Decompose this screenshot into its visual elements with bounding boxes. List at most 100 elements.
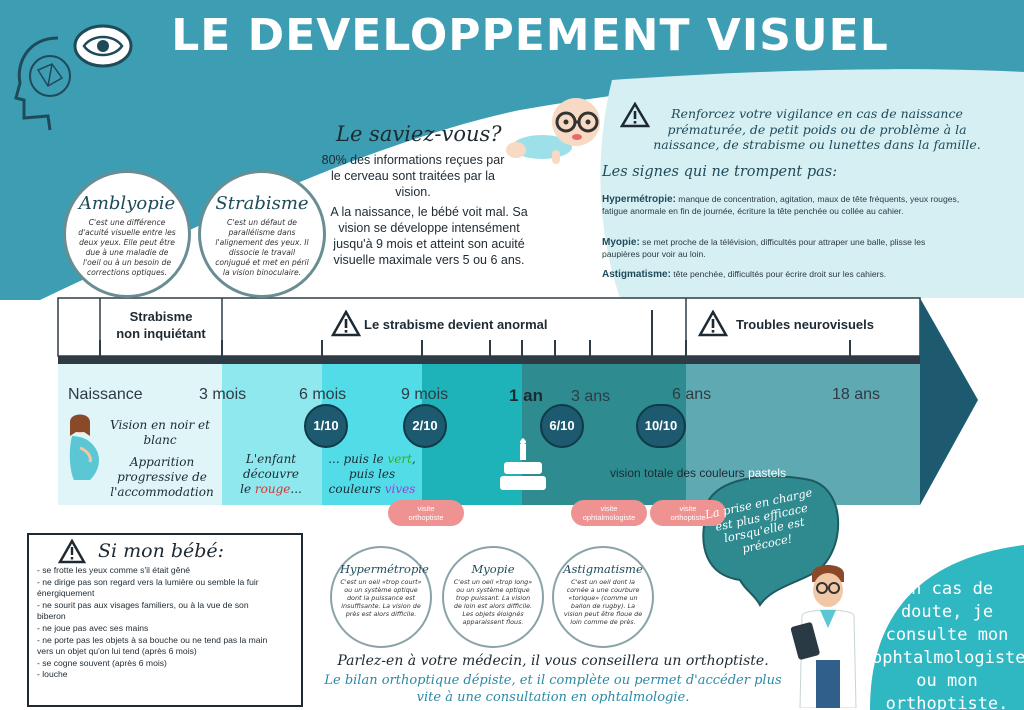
strabisme-circle: Strabisme C'est un défaut de parallélism…: [198, 170, 326, 298]
sign-myopie: Myopie: se met proche de la télévision, …: [602, 237, 964, 260]
saviez-title: Le saviez-vous?: [336, 122, 502, 146]
doctor-icon: [790, 565, 857, 708]
color-word-green: vert: [387, 452, 412, 466]
warning-icon: [698, 310, 728, 337]
myopie-title: Myopie: [471, 562, 515, 576]
si-mon-bebe-item: - ne dirige pas son regard vers la lumiè…: [37, 576, 259, 587]
age-label: 18 ans: [832, 386, 881, 403]
myopie-text: C'est un oeil «trop long» ou un système …: [453, 578, 533, 626]
birthday-cake-icon: [500, 438, 546, 490]
stage-pastels: vision totale des couleurs pastels: [610, 466, 810, 481]
signs-title: Les signes qui ne trompent pas:: [602, 164, 838, 180]
stage-word: ,: [411, 452, 416, 466]
warning-icon: [331, 310, 361, 337]
stage-accommodation: Apparition progressive de l'accommodatio…: [110, 455, 214, 499]
stage-line: ... puis le vert,: [322, 452, 422, 467]
band-strabisme-anormal: Le strabisme devient anormal: [364, 317, 548, 332]
brain-eye-icon: [14, 24, 133, 131]
stage-line: L'enfant découvre: [242, 452, 300, 481]
astigmatisme-title: Astigmatisme: [563, 562, 643, 576]
pill-line: visite: [417, 504, 435, 513]
acuity-badge: 2/10: [403, 404, 447, 448]
acuity-badge: 6/10: [540, 404, 584, 448]
sign-hypermetropie: Hypermétropie: manque de concentration, …: [602, 194, 964, 217]
saviez-paragraph-2: A la naissance, le bébé voit mal. Sa vis…: [330, 205, 528, 267]
stage-noir-blanc: Vision en noir et blanc: [110, 418, 210, 447]
pill-line: orthoptiste: [670, 513, 706, 522]
band-label-line: non inquiétant: [116, 326, 206, 341]
age-label: 6 mois: [299, 386, 347, 403]
acuity-badge: 1/10: [304, 404, 348, 448]
si-mon-bebe-item: biberon: [37, 611, 66, 622]
age-label: Naissance: [68, 386, 143, 403]
si-mon-bebe-title: Si mon bébé:: [98, 540, 225, 562]
age-label: 3 ans: [571, 388, 611, 405]
parlez-text: Parlez-en à votre médecin, il vous conse…: [337, 653, 769, 669]
amblyopie-title: Amblyopie: [78, 193, 176, 214]
pill-line: visite: [679, 504, 697, 513]
sign-astigmatisme: Astigmatisme: tête penchée, difficultés …: [602, 269, 964, 281]
age-label: 1 an: [509, 386, 544, 405]
strabisme-text: C'est un défaut de parallélisme dans l'a…: [215, 218, 309, 277]
stage-word: couleurs: [328, 482, 385, 496]
pill-line: orthoptiste: [408, 513, 444, 522]
stage-line: le rouge...: [226, 482, 316, 497]
age-label: 6 ans: [672, 386, 712, 403]
si-mon-bebe-item: - ne sourit pas aux visages familiers, o…: [37, 599, 249, 610]
strabisme-title: Strabisme: [215, 193, 309, 214]
si-mon-bebe-item: - se cogne souvent (après 6 mois): [37, 657, 167, 668]
stage-vert-vives: ... puis le vert, puis les couleurs vive…: [322, 452, 422, 497]
bilan-text: Le bilan orthoptique dépiste, et il comp…: [324, 673, 782, 705]
warning-text: Renforcez votre vigilance en cas de nais…: [653, 106, 981, 152]
astigmatisme-text: C'est un oeil dont la cornée a une courb…: [563, 578, 643, 626]
band-strabisme-non-inquietant: Strabisme non inquiétant: [100, 308, 222, 342]
stage-word: le: [240, 482, 255, 496]
sign-label: Astigmatisme:: [602, 269, 671, 280]
sign-label: Myopie:: [602, 237, 640, 248]
stage-rouge: L'enfant découvre le rouge...: [226, 452, 316, 497]
amblyopie-circle: Amblyopie C'est une différence d'acuité …: [63, 170, 191, 298]
si-mon-bebe-item: - ne joue pas avec ses mains: [37, 622, 149, 633]
sign-text: se met proche de la télévision, difficul…: [602, 237, 926, 259]
stage-word: ... puis le: [328, 452, 388, 466]
si-mon-bebe-list: - se frotte les yeux comme s'il était gê…: [37, 565, 293, 681]
si-mon-bebe-item: - se frotte les yeux comme s'il était gê…: [37, 565, 191, 575]
pregnant-woman-icon: [69, 414, 99, 480]
warning-icon: [620, 102, 650, 128]
hypermetropie-text: C'est un oeil «trop court» ou un système…: [340, 578, 422, 618]
si-mon-bebe-item: vers un objet qu'on lui tend (après 6 mo…: [37, 646, 197, 657]
band-troubles-neurovisuels: Troubles neurovisuels: [736, 317, 874, 332]
astigmatisme-circle: Astigmatisme C'est un oeil dont la corné…: [552, 546, 654, 648]
age-label: 9 mois: [401, 386, 449, 403]
color-word-red: rouge: [254, 482, 291, 496]
saviez-paragraph-1: 80% des informations reçues par le cerve…: [321, 153, 505, 199]
si-mon-bebe-item: - ne porte pas les objets à sa bouche ou…: [37, 634, 268, 645]
si-mon-bebe-item: énergiquement: [37, 588, 95, 599]
myopie-circle: Myopie C'est un oeil «trop long» ou un s…: [442, 546, 544, 648]
band-label-line: Strabisme: [129, 309, 193, 324]
color-word-purple: vives: [384, 482, 416, 496]
pill-line: visite: [600, 504, 618, 513]
si-mon-bebe-box: - se frotte les yeux comme s'il était gê…: [27, 533, 303, 707]
page-title: LE DEVELOPPEMENT VISUEL: [171, 10, 889, 61]
doute-text: En cas de doute, je consulte mon ophtalm…: [872, 579, 1024, 710]
amblyopie-text: C'est une différence d'acuité visuelle e…: [78, 218, 176, 277]
age-label: 3 mois: [199, 386, 247, 403]
stage-line: puis les: [348, 467, 396, 481]
si-mon-bebe-item: - louche: [37, 669, 68, 680]
pill-line: ophtalmologiste: [582, 513, 636, 522]
color-word-white: pastels: [748, 466, 787, 480]
stage-word: ...: [290, 482, 302, 496]
hypermetropie-title: Hypermétropie: [340, 562, 429, 576]
sign-text: tête penchée, difficultés pour écrire dr…: [670, 269, 887, 279]
warning-icon: [58, 539, 86, 564]
stage-line: couleurs vives: [322, 482, 422, 497]
hypermetropie-circle: Hypermétropie C'est un oeil «trop court»…: [330, 546, 432, 648]
acuity-badge: 10/10: [636, 404, 686, 448]
stage-word: vision totale des couleurs: [610, 466, 749, 480]
sign-label: Hypermétropie:: [602, 194, 676, 205]
